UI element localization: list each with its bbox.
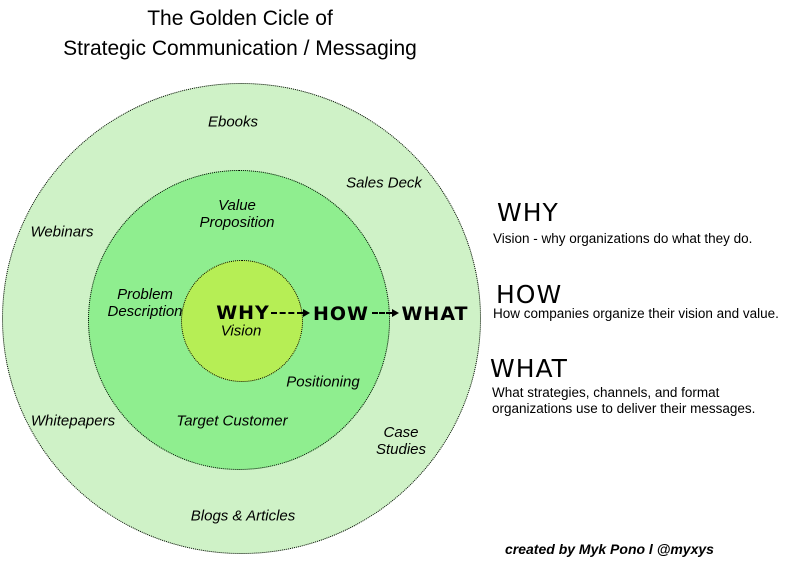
legend-how-heading: HOW bbox=[496, 280, 563, 309]
core-vision-label: Vision bbox=[220, 322, 262, 340]
label-sales-deck: Sales Deck bbox=[346, 174, 422, 192]
page-title: The Golden Cicle of Strategic Communicat… bbox=[0, 4, 480, 64]
label-ebooks: Ebooks bbox=[207, 113, 259, 131]
core-what-label: WHAT bbox=[401, 303, 469, 325]
label-whitepapers: Whitepapers bbox=[30, 412, 116, 430]
legend-what-heading: WHAT bbox=[490, 354, 568, 383]
label-target-customer: Target Customer bbox=[176, 412, 288, 430]
core-why-label: WHY bbox=[216, 302, 270, 324]
legend-how-body: How companies organize their vision and … bbox=[493, 306, 779, 321]
label-positioning: Positioning bbox=[286, 373, 360, 391]
inner-circle bbox=[181, 260, 303, 382]
label-case-studies: Case Studies bbox=[375, 424, 427, 458]
legend-what-body: What strategies, channels, and format or… bbox=[492, 385, 756, 416]
label-blogs-and-articles: Blogs & Articles bbox=[190, 507, 296, 525]
credit-line: created by Myk Pono l @myxys bbox=[505, 541, 714, 557]
label-value-proposition: Value Proposition bbox=[199, 197, 275, 231]
page-title-line2: Strategic Communication / Messaging bbox=[63, 37, 417, 60]
arrow-how-to-what-icon bbox=[372, 309, 399, 317]
arrow-why-to-how-icon bbox=[271, 309, 310, 317]
label-webinars: Webinars bbox=[30, 223, 94, 241]
legend-why-body: Vision - why organizations do what they … bbox=[493, 231, 753, 246]
page-title-line1: The Golden Cicle of bbox=[147, 7, 333, 30]
label-problem-description: Problem Description bbox=[107, 286, 183, 320]
legend-why-heading: WHY bbox=[497, 198, 559, 227]
core-how-label: HOW bbox=[312, 303, 370, 325]
